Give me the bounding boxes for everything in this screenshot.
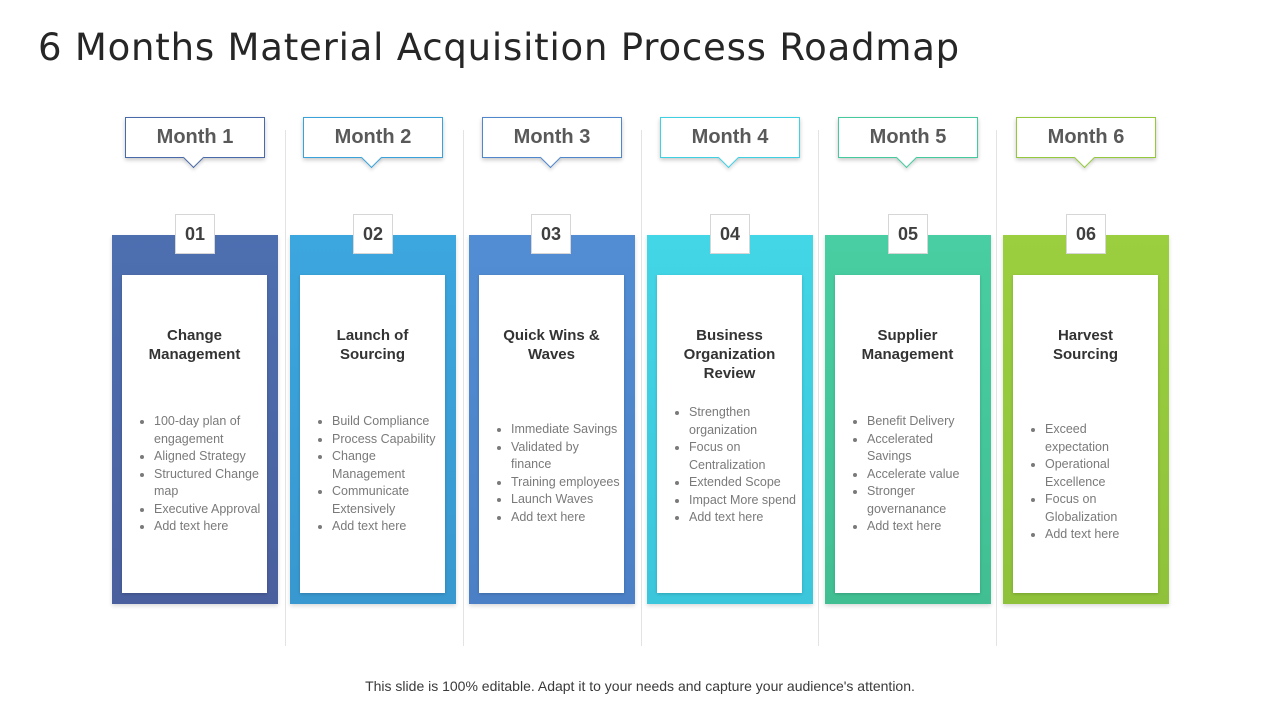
list-item: Structured Change map [154, 466, 263, 501]
callout-pointer [895, 146, 918, 169]
stage-column-3: Quick Wins & Waves Immediate Savings Val… [469, 235, 635, 604]
list-item: Add text here [154, 518, 263, 536]
column-divider [285, 130, 286, 646]
month-label: Month 4 [691, 126, 769, 148]
list-item: Strengthen organization [689, 404, 798, 439]
stage-card: Quick Wins & Waves Immediate Savings Val… [479, 275, 624, 593]
month-label: Month 1 [156, 126, 234, 148]
column-divider [818, 130, 819, 646]
callout-pointer [1073, 146, 1096, 169]
stage-column-1: Change Management 100-day plan of engage… [112, 235, 278, 604]
stage-bullet-list: Strengthen organization Focus on Central… [671, 404, 798, 527]
list-item: 100-day plan of engagement [154, 413, 263, 448]
list-item: Focus on Globalization [1045, 491, 1154, 526]
month-label: Month 6 [1047, 126, 1125, 148]
list-item: Process Capability [332, 431, 441, 449]
list-item: Add text here [332, 518, 441, 536]
step-number-badge: 04 [710, 214, 750, 254]
list-item: Executive Approval [154, 501, 263, 519]
stage-title: Change Management [148, 327, 241, 363]
stage-bullet-list: Exceed expectation Operational Excellenc… [1027, 421, 1154, 544]
callout-pointer [182, 146, 205, 169]
stage-card: Launch of Sourcing Build Compliance Proc… [300, 275, 445, 593]
stage-column-5: Supplier Management Benefit Delivery Acc… [825, 235, 991, 604]
stage-bullet-list: Build Compliance Process Capability Chan… [314, 413, 441, 536]
stage-title: Business Organization Review [683, 327, 776, 382]
list-item: Validated by finance [511, 439, 620, 474]
stage-column-4: Business Organization Review Strengthen … [647, 235, 813, 604]
list-item: Add text here [867, 518, 976, 536]
stage-bullet-list: Immediate Savings Validated by finance T… [493, 421, 620, 526]
stage-card: Harvest Sourcing Exceed expectation Oper… [1013, 275, 1158, 593]
stage-title: Quick Wins & Waves [503, 327, 600, 363]
list-item: Benefit Delivery [867, 413, 976, 431]
stage-title: Harvest Sourcing [1052, 327, 1118, 363]
column-divider [996, 130, 997, 646]
month-label-box-2: Month 2 [303, 117, 443, 169]
list-item: Exceed expectation [1045, 421, 1154, 456]
month-label-box-1: Month 1 [125, 117, 265, 169]
callout-pointer [717, 146, 740, 169]
list-item: Add text here [1045, 526, 1154, 544]
list-item: Immediate Savings [511, 421, 620, 439]
month-label: Month 2 [334, 126, 412, 148]
stage-card: Change Management 100-day plan of engage… [122, 275, 267, 593]
step-number-badge: 01 [175, 214, 215, 254]
stage-column-2: Launch of Sourcing Build Compliance Proc… [290, 235, 456, 604]
list-item: Focus on Centralization [689, 439, 798, 474]
step-number-badge: 02 [353, 214, 393, 254]
list-item: Build Compliance [332, 413, 441, 431]
list-item: Stronger governanance [867, 483, 976, 518]
slide-title: 6 Months Material Acquisition Process Ro… [38, 26, 960, 69]
step-number-badge: 03 [531, 214, 571, 254]
stage-title: Launch of Sourcing [336, 327, 409, 363]
list-item: Accelerate value [867, 466, 976, 484]
list-item: Add text here [511, 509, 620, 527]
stage-title: Supplier Management [861, 327, 954, 363]
footer-note: This slide is 100% editable. Adapt it to… [365, 678, 915, 694]
list-item: Extended Scope [689, 474, 798, 492]
callout-pointer [539, 146, 562, 169]
list-item: Add text here [689, 509, 798, 527]
callout-pointer [360, 146, 383, 169]
list-item: Communicate Extensively [332, 483, 441, 518]
step-number-badge: 05 [888, 214, 928, 254]
month-label-box-6: Month 6 [1016, 117, 1156, 169]
month-label: Month 5 [869, 126, 947, 148]
column-divider [641, 130, 642, 646]
stage-card: Supplier Management Benefit Delivery Acc… [835, 275, 980, 593]
stage-column-6: Harvest Sourcing Exceed expectation Oper… [1003, 235, 1169, 604]
list-item: Change Management [332, 448, 441, 483]
month-label-box-4: Month 4 [660, 117, 800, 169]
column-divider [463, 130, 464, 646]
stage-card: Business Organization Review Strengthen … [657, 275, 802, 593]
stage-bullet-list: Benefit Delivery Accelerated Savings Acc… [849, 413, 976, 536]
step-number-badge: 06 [1066, 214, 1106, 254]
list-item: Training employees [511, 474, 620, 492]
list-item: Impact More spend [689, 492, 798, 510]
month-label: Month 3 [513, 126, 591, 148]
list-item: Launch Waves [511, 491, 620, 509]
month-label-box-5: Month 5 [838, 117, 978, 169]
list-item: Accelerated Savings [867, 431, 976, 466]
month-label-box-3: Month 3 [482, 117, 622, 169]
list-item: Aligned Strategy [154, 448, 263, 466]
stage-bullet-list: 100-day plan of engagement Aligned Strat… [136, 413, 263, 536]
list-item: Operational Excellence [1045, 456, 1154, 491]
